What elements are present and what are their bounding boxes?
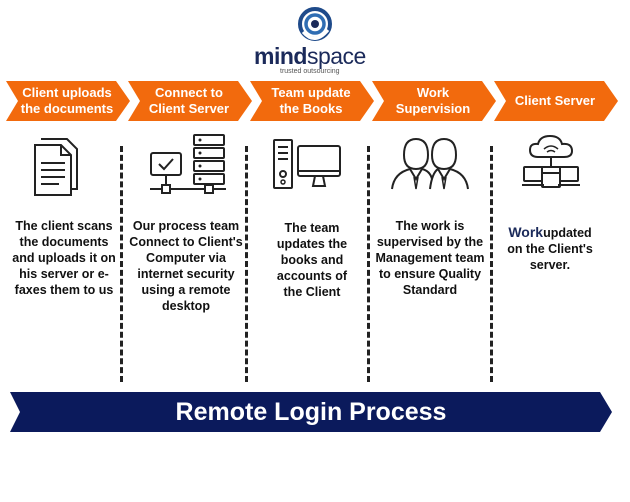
- step-description-2: Our process team Connect to Client's Com…: [129, 219, 243, 313]
- brand-tagline: trusted outsourcing: [280, 68, 340, 75]
- swirl-logo-icon: [298, 7, 332, 41]
- cloud-network-icon: [522, 134, 580, 188]
- process-banner: Remote Login Process: [10, 392, 612, 432]
- step-arrow-4: Work Supervision: [372, 81, 496, 121]
- step-description-4: The work is supervised by the Management…: [375, 219, 485, 297]
- column-divider: [367, 146, 370, 382]
- step-arrow-3: Team update the Books: [250, 81, 374, 121]
- step-arrow-5: Client Server: [494, 81, 618, 121]
- brand-name: mindspace: [254, 43, 366, 69]
- banner-title: Remote Login Process: [175, 398, 447, 426]
- column-divider: [245, 146, 248, 382]
- documents-icon: [34, 138, 78, 196]
- process-steps-header: Client uploads the documents Connect to …: [6, 81, 626, 121]
- step-title-2: Connect to Client Server: [148, 85, 230, 116]
- step-arrow-2: Connect to Client Server: [128, 81, 252, 121]
- step-description-3: The team updates the books and accounts …: [276, 221, 348, 299]
- column-divider: [120, 146, 123, 382]
- step-arrow-1: Client uploads the documents: [6, 81, 130, 121]
- step-title-5: Client Server: [514, 93, 596, 108]
- step-description-5: Workupdated on the Client's server.: [500, 224, 600, 273]
- step-description-5-text: updated on the Client's server.: [507, 226, 593, 272]
- step-title-4: Work Supervision: [395, 85, 471, 116]
- step-title-1: Client uploads the documents: [20, 85, 114, 116]
- column-divider: [490, 146, 493, 382]
- network-server-icon: [150, 134, 226, 194]
- step-description-5-accent: Work: [508, 224, 544, 240]
- step-description-1: The client scans the documents and uploa…: [12, 219, 116, 297]
- supervisors-icon: [391, 137, 469, 190]
- desktop-computer-icon: [273, 139, 341, 189]
- mindspace-logo: mindspace trusted outsourcing: [254, 6, 366, 76]
- step-title-3: Team update the Books: [271, 85, 351, 116]
